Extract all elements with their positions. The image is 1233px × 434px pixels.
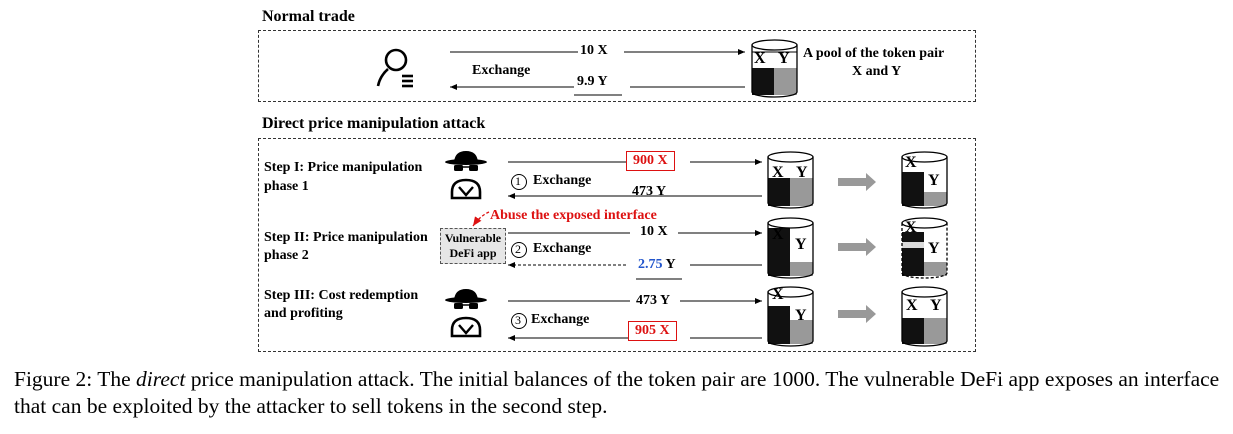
- attacker-icon-1: [445, 151, 487, 200]
- s3-pool-before: [767, 286, 814, 347]
- abuse-interface-label: Abuse the exposed interface: [490, 208, 657, 223]
- step2-label-line1: Step II: Price manipulation: [264, 230, 428, 245]
- caption-post: price manipulation attack. The initial b…: [14, 367, 1220, 418]
- s2-receive-number: 2.75: [638, 257, 663, 272]
- normal-trade-title: Normal trade: [262, 8, 355, 25]
- s2-receive-unit: Y: [665, 257, 676, 272]
- abuse-arrow: [472, 211, 490, 227]
- step2-exchange-label: Exchange: [533, 241, 592, 256]
- normal-pool-cylinder: [751, 39, 798, 98]
- pool-caption-line1: A pool of the token pair: [803, 46, 945, 61]
- s2-after-y: Y: [928, 240, 940, 257]
- s3-after-y: Y: [930, 297, 942, 314]
- step1-label-line2: phase 1: [264, 179, 309, 194]
- s3-after-x: X: [906, 297, 918, 314]
- normal-receive-arrow: [450, 84, 745, 96]
- normal-pool-x: X: [754, 50, 766, 67]
- step1-exchange-label: Exchange: [533, 173, 592, 188]
- s3-before-x: X: [772, 286, 784, 303]
- step-number-3-circle: [511, 313, 527, 329]
- attack-panel: [258, 138, 976, 352]
- step3-exchange-label: Exchange: [531, 312, 590, 327]
- step3-label-line2: and profiting: [264, 306, 343, 321]
- s2-before-y: Y: [795, 236, 807, 253]
- attack-title: Direct price manipulation attack: [262, 115, 486, 132]
- attacker-icon-3: [445, 289, 487, 338]
- s3-receive-amount: 905 X: [628, 321, 677, 341]
- user-icon: [376, 48, 413, 88]
- s2-send-amount: 10 X: [640, 224, 668, 239]
- normal-trade-panel: [258, 30, 976, 102]
- normal-pool-y: Y: [778, 50, 790, 67]
- step-number-2-circle: [511, 242, 527, 258]
- step-number-1-circle: [511, 174, 527, 190]
- s3-pool-after: [901, 286, 948, 347]
- step3-label-line1: Step III: Cost redemption: [264, 288, 419, 303]
- s3-send-amount: 473 Y: [636, 293, 671, 308]
- step-number-2: 2: [515, 242, 521, 256]
- normal-receive-amount: 9.9 Y: [577, 74, 608, 89]
- step2-label-line2: phase 2: [264, 248, 309, 263]
- normal-exchange-label: Exchange: [472, 63, 531, 78]
- gray-transition-arrows: [838, 173, 876, 323]
- step-number-3: 3: [515, 313, 521, 327]
- caption-pre: Figure 2: The: [14, 367, 137, 391]
- s1-after-x: X: [905, 154, 917, 171]
- figure-caption: Figure 2: The direct price manipulation …: [14, 366, 1224, 420]
- vulnerable-defi-app: Vulnerable DeFi app: [440, 228, 506, 264]
- s2-before-x: X: [772, 226, 784, 243]
- vuln-line2: DeFi app: [449, 246, 497, 260]
- s2-after-x: X: [905, 219, 917, 236]
- s2-receive-amount: 2.75 Y: [638, 257, 676, 273]
- s1-before-x: X: [772, 164, 784, 181]
- s1-receive-amount: 473 Y: [632, 184, 667, 199]
- caption-italic: direct: [136, 367, 186, 391]
- s1-pool-before: [767, 151, 814, 209]
- vuln-line1: Vulnerable: [444, 231, 502, 245]
- s2-pool-before: [767, 217, 814, 279]
- s3-before-y: Y: [795, 307, 807, 324]
- s1-send-amount: 900 X: [626, 151, 675, 171]
- s1-after-y: Y: [928, 172, 940, 189]
- s2-pool-after: [901, 217, 948, 279]
- step1-label-line1: Step I: Price manipulation: [264, 160, 423, 175]
- pool-caption-line2: X and Y: [852, 64, 902, 79]
- normal-send-amount: 10 X: [580, 43, 608, 58]
- s1-pool-after: [901, 151, 948, 209]
- step-number-1: 1: [515, 174, 521, 188]
- s1-before-y: Y: [796, 164, 808, 181]
